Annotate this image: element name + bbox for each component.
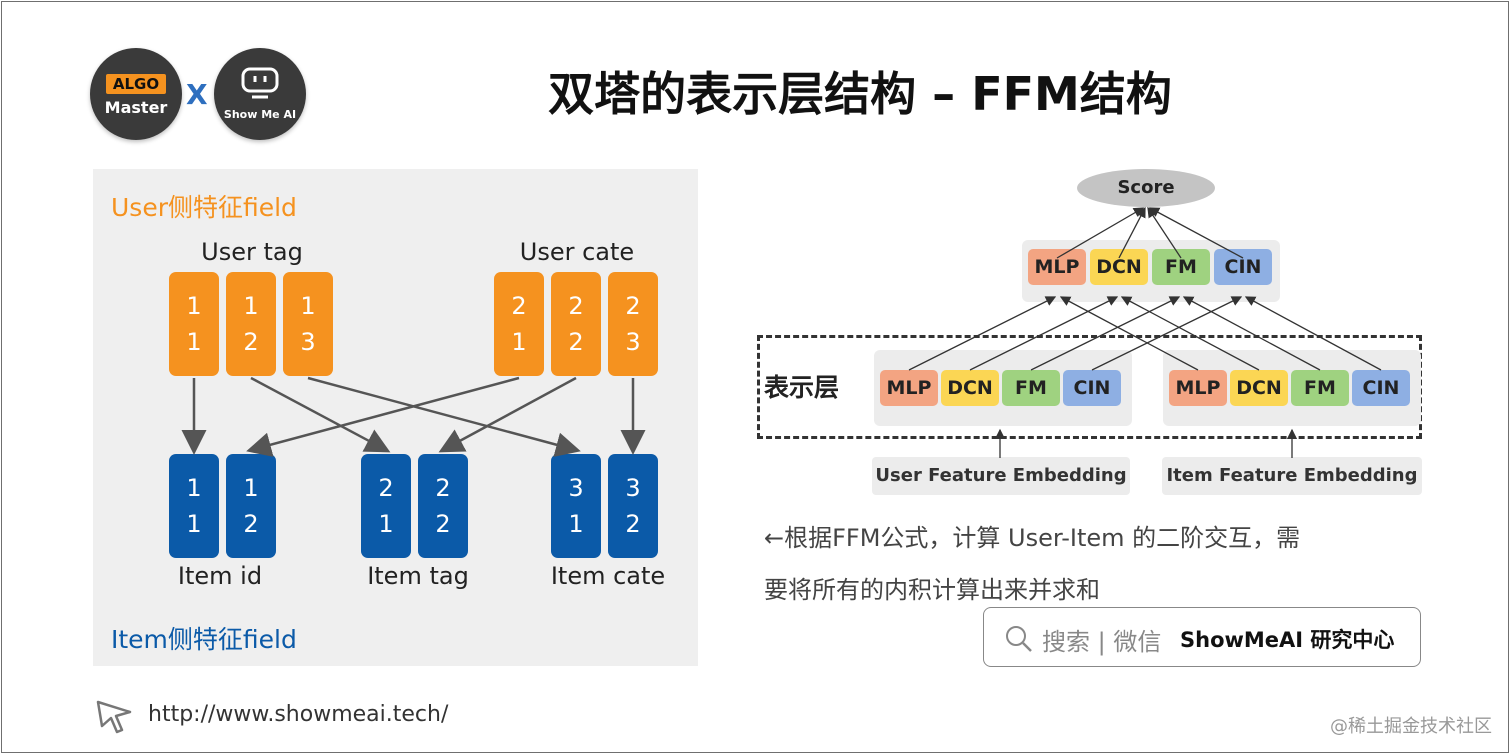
- user-cate-label: User cate: [519, 238, 635, 266]
- search-icon: [1006, 626, 1032, 652]
- card-digit: 1: [186, 328, 202, 356]
- watermark: @稀土掘金技术社区: [1330, 716, 1492, 737]
- website-url[interactable]: http://www.showmeai.tech/: [148, 702, 449, 727]
- arrow-top-mlp-score: [1056, 207, 1145, 259]
- card-digit: 1: [186, 510, 202, 538]
- user-tag-card: 1 1: [169, 272, 219, 376]
- arrow-usercate1-itemid: [246, 376, 520, 457]
- arrow-top-cin-score: [1148, 207, 1244, 259]
- arrow-user-fm-top: [1030, 296, 1181, 371]
- page-title: 双塔的表示层结构 – FFM结构: [548, 67, 1172, 121]
- arrow-top-dcn-score: [1118, 206, 1146, 259]
- user-feature-embedding: User Feature Embedding: [872, 457, 1130, 495]
- user-mlp-module: MLP: [880, 370, 938, 406]
- logo-separator: X: [186, 78, 208, 111]
- user-cin-module: CIN: [1063, 370, 1121, 406]
- wechat-search-box[interactable]: 搜索 | 微信 ShowMeAI 研究中心: [983, 607, 1421, 667]
- card-digit: 1: [511, 328, 527, 356]
- top-dcn-module: DCN: [1090, 249, 1148, 285]
- user-cate-card: 2 1: [494, 272, 544, 376]
- showmeai-logo-text: Show Me AI: [223, 108, 297, 121]
- representation-layer-label: 表示层: [764, 373, 840, 402]
- card-digit: 1: [568, 510, 584, 538]
- card-digit: 3: [568, 474, 584, 502]
- item-cate-label: Item cate: [550, 562, 666, 590]
- top-module-group: MLP DCN FM CIN: [1022, 240, 1280, 302]
- score-node: Score: [1077, 169, 1215, 207]
- arrow-user-cin-top: [1091, 296, 1243, 371]
- card-digit: 2: [568, 292, 584, 320]
- item-mlp-module: MLP: [1169, 370, 1227, 406]
- card-digit: 1: [300, 292, 316, 320]
- showmeai-logo: Show Me AI: [214, 48, 306, 140]
- item-dcn-module: DCN: [1230, 370, 1288, 406]
- user-cate-card: 2 2: [551, 272, 601, 376]
- arrow-item-dcn-top: [1120, 296, 1260, 371]
- top-mlp-module: MLP: [1028, 249, 1086, 285]
- item-fm-module: FM: [1291, 370, 1349, 406]
- item-tag-card: 2 1: [361, 454, 411, 558]
- description-line-1: ←根据FFM公式，计算 User-Item 的二阶交互，需: [764, 524, 1301, 552]
- description-line-2: 要将所有的内积计算出来并求和: [764, 576, 1100, 604]
- card-digit: 1: [378, 510, 394, 538]
- arrow-item-fm-top: [1182, 296, 1321, 371]
- card-digit: 2: [378, 474, 394, 502]
- card-digit: 1: [186, 474, 202, 502]
- user-field-title: User侧特征field: [111, 193, 297, 222]
- card-digit: 2: [435, 510, 451, 538]
- item-id-label: Item id: [177, 562, 263, 590]
- card-digit: 2: [243, 510, 259, 538]
- user-tag-card: 1 3: [283, 272, 333, 376]
- card-digit: 1: [186, 292, 202, 320]
- item-cate-card: 3 2: [608, 454, 658, 558]
- card-digit: 2: [568, 328, 584, 356]
- item-tag-label: Item tag: [367, 562, 469, 590]
- top-cin-module: CIN: [1214, 249, 1272, 285]
- card-digit: 2: [243, 328, 259, 356]
- user-dcn-module: DCN: [941, 370, 999, 406]
- card-digit: 1: [243, 474, 259, 502]
- card-digit: 2: [625, 510, 641, 538]
- item-cin-module: CIN: [1352, 370, 1410, 406]
- arrow-usertag2-itemtag: [250, 376, 391, 453]
- item-feature-embedding: Item Feature Embedding: [1162, 457, 1422, 495]
- user-tag-label: User tag: [201, 238, 303, 266]
- user-tower-modules: MLP DCN FM CIN: [874, 350, 1132, 426]
- card-digit: 3: [300, 328, 316, 356]
- search-brand: ShowMeAI 研究中心: [1180, 628, 1395, 652]
- arrow-usercate2-itemtag: [438, 376, 577, 453]
- item-field-title: Item侧特征field: [111, 625, 297, 654]
- cursor-icon: [96, 700, 132, 734]
- user-fm-module: FM: [1002, 370, 1060, 406]
- arrow-item-cin-top: [1244, 296, 1382, 371]
- item-id-card: 1 2: [226, 454, 276, 558]
- arrow-usertag3-itemcate: [307, 376, 581, 457]
- card-digit: 3: [625, 474, 641, 502]
- algo-master-text: Master: [104, 98, 168, 117]
- robot-icon: [241, 67, 279, 99]
- arrow-item-mlp-top: [1059, 296, 1199, 371]
- user-tag-card: 1 2: [226, 272, 276, 376]
- algo-master-logo: ALGO Master: [90, 48, 182, 140]
- card-digit: 2: [511, 292, 527, 320]
- item-tower-modules: MLP DCN FM CIN: [1163, 350, 1421, 426]
- search-label: 搜索 | 微信: [1042, 628, 1162, 656]
- card-digit: 3: [625, 328, 641, 356]
- card-digit: 2: [625, 292, 641, 320]
- card-digit: 1: [243, 292, 259, 320]
- item-id-card: 1 1: [169, 454, 219, 558]
- top-fm-module: FM: [1152, 249, 1210, 285]
- item-tag-card: 2 2: [418, 454, 468, 558]
- user-cate-card: 2 3: [608, 272, 658, 376]
- item-cate-card: 3 1: [551, 454, 601, 558]
- algo-badge: ALGO: [106, 74, 166, 94]
- arrow-user-mlp-top: [908, 296, 1057, 371]
- arrow-user-dcn-top: [969, 296, 1119, 371]
- card-digit: 2: [435, 474, 451, 502]
